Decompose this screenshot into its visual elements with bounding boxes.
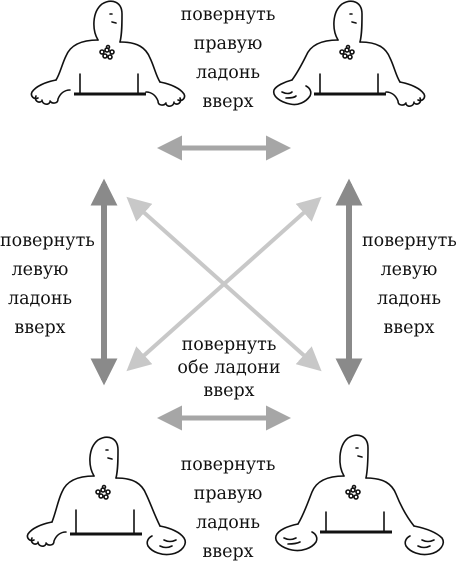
label-line: вверх	[202, 92, 254, 112]
label-line: повернуть	[180, 5, 276, 25]
label-line: правую	[193, 34, 263, 54]
label-line: повернуть	[180, 455, 276, 475]
label-line: повернуть	[0, 231, 95, 251]
label-line: левую	[11, 260, 69, 280]
label-line: ладонь	[7, 289, 73, 309]
label-line: вверх	[202, 542, 254, 562]
label-line: ладонь	[376, 289, 442, 309]
label-right-middle: повернуть левую ладонь вверх	[362, 227, 457, 343]
label-line: повернуть	[362, 231, 457, 251]
person-both-palms-down-icon	[30, 0, 186, 107]
label-line: левую	[380, 260, 438, 280]
label-top-center: повернуть правую ладонь вверх	[168, 1, 288, 117]
person-right-palm-up-icon	[272, 0, 426, 107]
label-line: вверх	[383, 318, 435, 338]
label-line: правую	[193, 484, 263, 504]
label-left-middle: повернуть левую ладонь вверх	[0, 227, 95, 343]
label-line: ладонь	[195, 513, 261, 533]
label-line: ладонь	[195, 63, 261, 83]
label-bottom-center: повернуть правую ладонь вверх	[166, 451, 290, 567]
label-center-bottom: повернуть обе ладони вверх	[158, 334, 300, 403]
person-left-palm-up-icon	[26, 436, 187, 556]
label-line: вверх	[203, 381, 255, 401]
label-line: вверх	[14, 318, 66, 338]
label-line: обе ладони	[177, 358, 281, 378]
diagonal-arrow-bl-tr	[126, 196, 322, 372]
label-line: повернуть	[181, 335, 277, 355]
person-both-palms-up-icon	[274, 434, 445, 556]
